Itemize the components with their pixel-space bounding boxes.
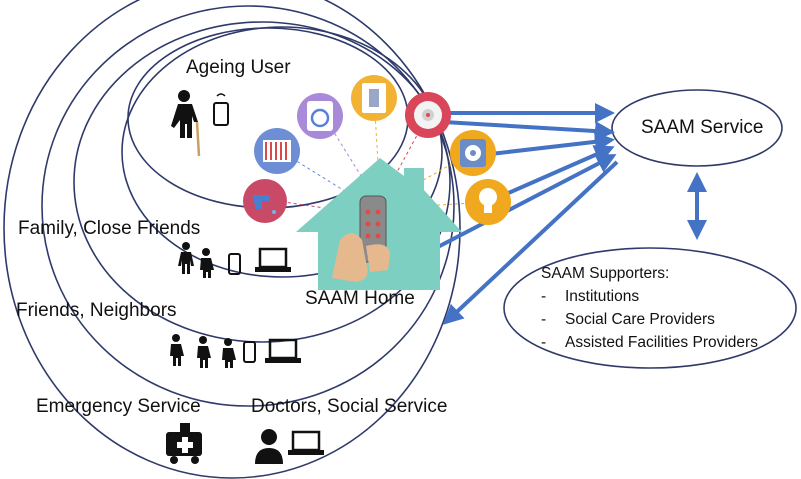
phone-icon xyxy=(243,341,256,363)
washing-machine-icon xyxy=(297,93,343,139)
radiator-icon xyxy=(254,128,300,174)
supporter-item: -Institutions xyxy=(541,288,640,305)
label-ageing-user: Ageing User xyxy=(186,57,291,78)
ambulance-icon xyxy=(166,423,202,464)
person-icon xyxy=(197,336,211,368)
laptop-icon xyxy=(265,338,301,363)
laptop-icon xyxy=(288,430,324,455)
ring-doctors xyxy=(41,5,455,407)
ring-family xyxy=(121,26,443,278)
person-icon xyxy=(178,242,194,274)
family-icons xyxy=(178,242,291,278)
water-tap-icon xyxy=(243,179,287,223)
label-friends: Friends, Neighbors xyxy=(16,300,177,321)
person-icon xyxy=(222,338,236,368)
elderly-person-icon xyxy=(171,90,201,157)
phone-icon xyxy=(213,93,229,126)
lightbulb-icon xyxy=(465,179,511,225)
supporters-list: SAAM Supporters: -Institutions -Social C… xyxy=(541,262,758,354)
saam-supporters-node xyxy=(503,247,797,369)
label-doctors: Doctors, Social Service xyxy=(251,396,448,417)
person-icon xyxy=(200,248,214,278)
doctor-icon xyxy=(255,429,283,464)
supporter-item: -Assisted Facilities Providers xyxy=(541,334,758,351)
ring-friends xyxy=(73,21,451,343)
smoke-detector-icon xyxy=(405,92,451,138)
remote-control-icon xyxy=(332,195,390,282)
person-icon xyxy=(170,334,184,366)
supporters-title: SAAM Supporters: xyxy=(541,265,670,282)
arrow-3 xyxy=(472,131,615,158)
label-saam-home: SAAM Home xyxy=(305,288,415,309)
supporter-item: -Social Care Providers xyxy=(541,311,715,328)
light-switch-icon xyxy=(351,75,397,121)
label-family: Family, Close Friends xyxy=(18,218,201,239)
phone-icon xyxy=(228,253,241,275)
arrow-5 xyxy=(431,154,617,252)
laptop-icon xyxy=(255,247,291,272)
label-emergency: Emergency Service xyxy=(36,396,201,417)
friends-icons xyxy=(170,334,301,368)
ring-emergency xyxy=(3,0,461,479)
safe-icon xyxy=(450,130,496,176)
arrow-6 xyxy=(443,160,619,325)
label-saam-service: SAAM Service xyxy=(641,117,764,138)
